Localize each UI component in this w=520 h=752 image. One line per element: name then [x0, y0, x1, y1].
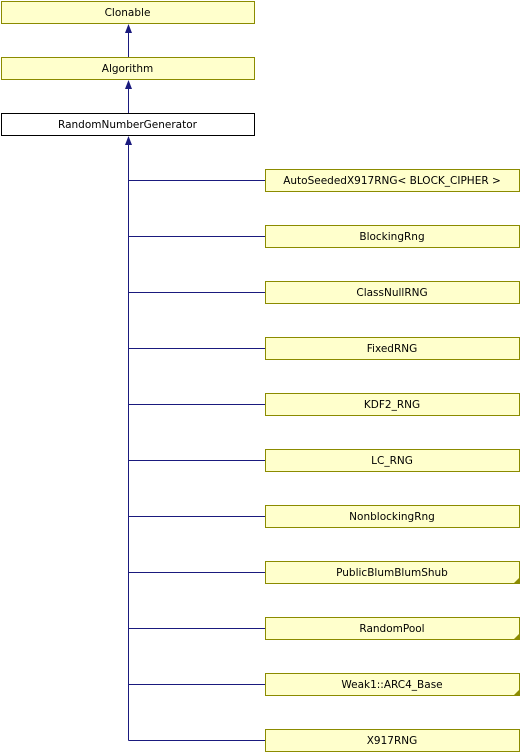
class-node-randompool[interactable]: RandomPool: [265, 617, 520, 640]
class-node-label: Algorithm: [102, 63, 153, 75]
class-node-lc-rng[interactable]: LC_RNG: [265, 449, 520, 472]
edges-layer: [125, 24, 265, 741]
class-node-label: Clonable: [105, 7, 151, 19]
class-node-label: LC_RNG: [371, 455, 413, 467]
class-node-autoseededx917rng-block-cipher[interactable]: AutoSeededX917RNG< BLOCK_CIPHER >: [265, 169, 520, 192]
class-node-label: Weak1::ARC4_Base: [341, 679, 442, 691]
class-node-randomnumbergenerator[interactable]: RandomNumberGenerator: [1, 113, 255, 136]
class-node-label: RandomPool: [359, 623, 424, 635]
class-node-algorithm[interactable]: Algorithm: [1, 57, 255, 80]
class-node-nonblockingrng[interactable]: NonblockingRng: [265, 505, 520, 528]
class-node-blockingrng[interactable]: BlockingRng: [265, 225, 520, 248]
class-node-label: KDF2_RNG: [364, 399, 420, 411]
class-node-classnullrng[interactable]: ClassNullRNG: [265, 281, 520, 304]
arrowhead: [125, 136, 132, 145]
class-node-fixedrng[interactable]: FixedRNG: [265, 337, 520, 360]
edge-algorithm-to-clonable: [125, 24, 132, 57]
truncated-corner-icon: [513, 633, 520, 640]
class-node-kdf2-rng[interactable]: KDF2_RNG: [265, 393, 520, 416]
arrowhead: [125, 80, 132, 89]
class-node-clonable[interactable]: Clonable: [1, 1, 255, 24]
class-node-box: [1, 1, 255, 24]
class-node-label: FixedRNG: [367, 343, 418, 355]
class-node-label: ClassNullRNG: [356, 287, 427, 299]
class-node-label: BlockingRng: [359, 231, 424, 243]
truncated-corner-icon: [513, 689, 520, 696]
class-node-label: PublicBlumBlumShub: [336, 567, 448, 579]
edge-randomnumbergenerator-to-algorithm: [125, 80, 132, 113]
arrowhead: [125, 24, 132, 33]
class-node-box: [1, 57, 255, 80]
class-node-box: [1, 113, 255, 136]
class-node-label: RandomNumberGenerator: [58, 119, 198, 131]
truncated-corner-icon: [513, 577, 520, 584]
class-node-label: NonblockingRng: [349, 511, 435, 523]
class-node-label: AutoSeededX917RNG< BLOCK_CIPHER >: [283, 175, 501, 187]
class-node-label: X917RNG: [367, 735, 418, 747]
class-node-weak1-arc4-base[interactable]: Weak1::ARC4_Base: [265, 673, 520, 696]
class-node-x917rng[interactable]: X917RNG: [265, 729, 520, 752]
subclass-trunk: [125, 136, 132, 741]
class-node-publicblumblumshub[interactable]: PublicBlumBlumShub: [265, 561, 520, 584]
